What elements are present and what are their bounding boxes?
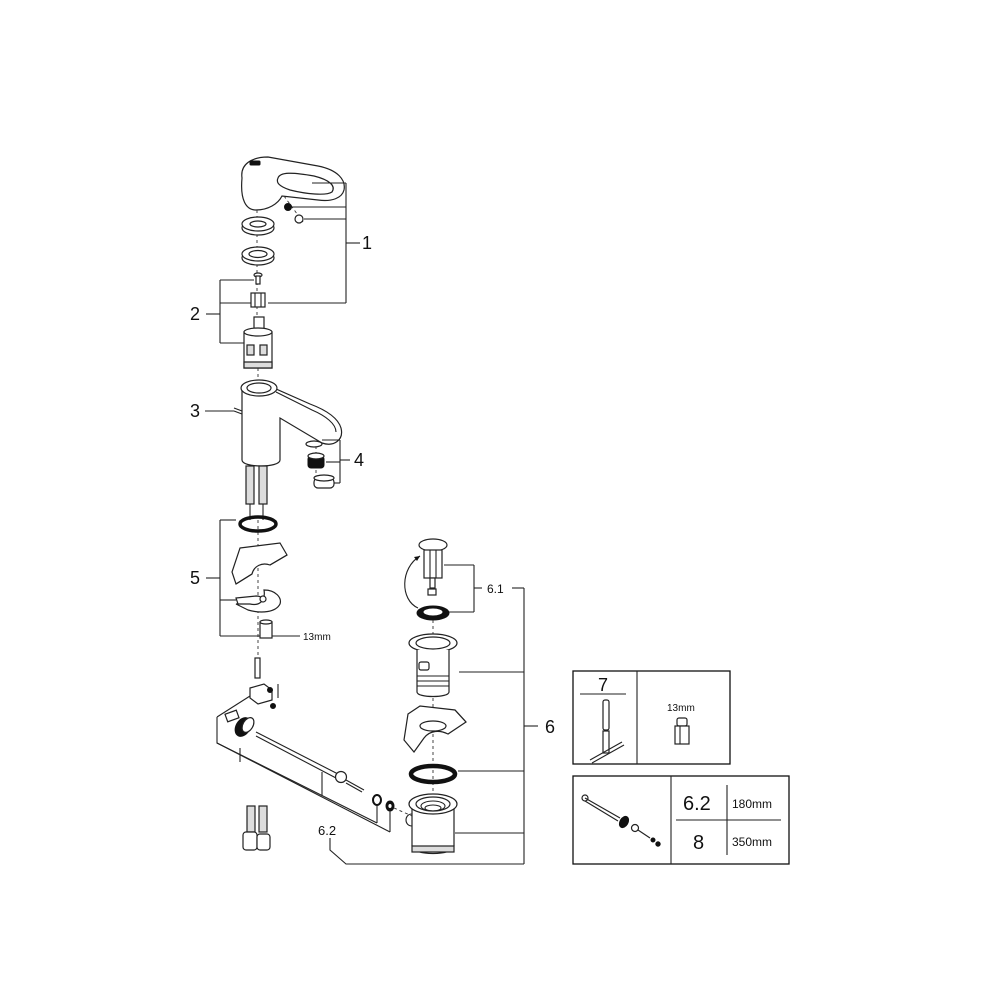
rod-table (572, 775, 790, 865)
adapter (250, 292, 266, 308)
fixing-nut (259, 619, 273, 639)
callout-5-label: 5 (190, 568, 200, 588)
aerator-parts (305, 440, 335, 489)
rod-row-2-length: 350mm (732, 835, 772, 849)
pop-up-plug (404, 538, 448, 609)
rod-seals (372, 794, 413, 817)
handle-screw (284, 203, 304, 224)
mixer-body (233, 379, 343, 467)
cartridge (243, 316, 273, 369)
cover-cap (241, 216, 275, 236)
tool-size-label: 13mm (667, 703, 695, 714)
lever-handle (241, 156, 345, 211)
tool-item-label: 7 (598, 675, 608, 695)
waste-tail (405, 793, 458, 855)
rod-row-1-item: 6.2 (683, 793, 711, 815)
rod-icon (581, 794, 661, 847)
callout-6-2-bracket (216, 684, 524, 865)
fixing-wedge (231, 542, 288, 585)
callout-1-label: 1 (362, 233, 372, 253)
socket-icon (674, 717, 690, 745)
waste-wedge (403, 705, 467, 753)
callout-5-size: 13mm (303, 632, 331, 643)
callout-6-2-label: 6.2 (318, 823, 336, 838)
flex-hoses (245, 465, 268, 520)
rod-row-1-length: 180mm (732, 797, 772, 811)
fixing-o-ring (238, 515, 278, 533)
waste-gasket (408, 763, 458, 785)
callout-2-bracket (206, 279, 254, 344)
callout-6-1-bracket (444, 564, 524, 613)
callout-6-bracket (455, 588, 538, 864)
supply-hoses (242, 805, 271, 851)
tool-box (572, 670, 731, 765)
fixing-plate (235, 589, 281, 613)
linkage-nut (234, 717, 255, 737)
callout-2-label: 2 (190, 304, 200, 324)
cartridge-screw (253, 272, 263, 285)
waste-body (408, 633, 458, 698)
sleeve-ring (241, 246, 275, 266)
callout-6-1-label: 6.1 (487, 582, 504, 596)
lift-rod (254, 657, 261, 679)
callout-4-label: 4 (354, 450, 364, 470)
callout-3-label: 3 (190, 401, 200, 421)
clamp-block (224, 683, 276, 723)
plug-seal (416, 605, 450, 621)
callout-5-bracket (206, 519, 300, 637)
callout-1-bracket (268, 182, 360, 304)
callout-4-bracket (322, 439, 350, 484)
waste-rod (255, 731, 365, 793)
callout-6-label: 6 (545, 717, 555, 737)
rod-row-2-item: 8 (693, 832, 704, 854)
